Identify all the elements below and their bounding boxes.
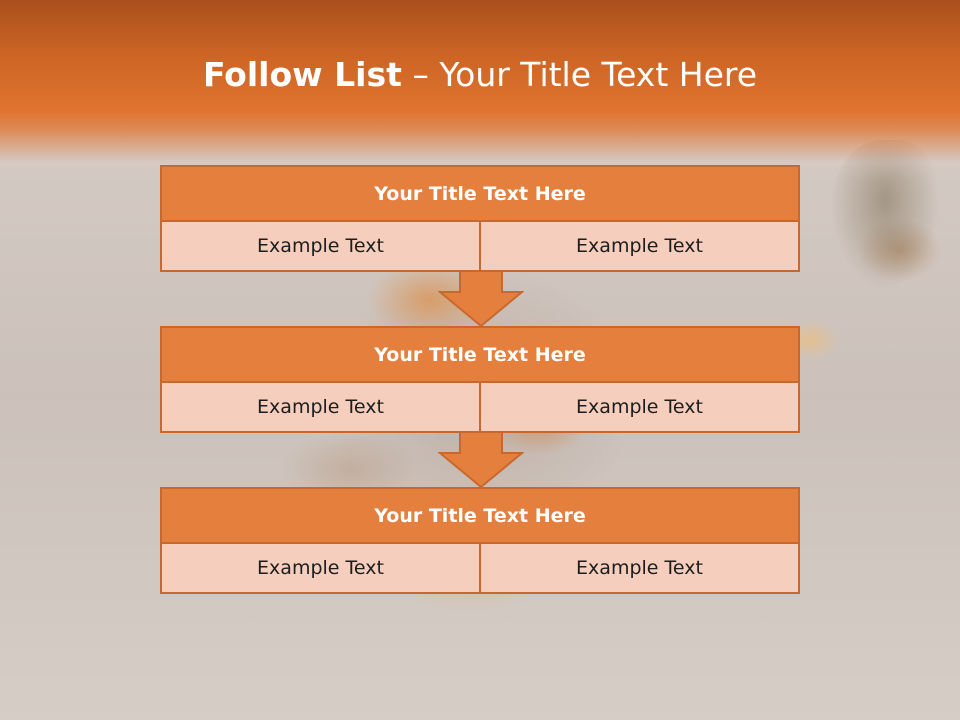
block-row: Example Text Example Text (160, 222, 800, 272)
block-row: Example Text Example Text (160, 383, 800, 433)
block-cell-left: Example Text (160, 383, 481, 433)
down-arrow-icon (438, 431, 524, 489)
block-cell-left: Example Text (160, 544, 481, 594)
block-title: Your Title Text Here (160, 326, 800, 383)
down-arrow-icon (438, 270, 524, 328)
block-row: Example Text Example Text (160, 544, 800, 594)
slide-title-bold: Follow List (202, 55, 402, 94)
block-cell-right: Example Text (481, 383, 800, 433)
block-cell-right: Example Text (481, 222, 800, 272)
block-title: Your Title Text Here (160, 165, 800, 222)
list-block: Your Title Text Here Example Text Exampl… (160, 487, 800, 594)
block-title: Your Title Text Here (160, 487, 800, 544)
list-block: Your Title Text Here Example Text Exampl… (160, 326, 800, 433)
slide-title: Follow List – Your Title Text Here (0, 52, 960, 98)
header-band (0, 0, 960, 180)
block-cell-right: Example Text (481, 544, 800, 594)
block-cell-left: Example Text (160, 222, 481, 272)
slide-title-separator: – (412, 55, 429, 94)
slide-title-rest: Your Title Text Here (439, 55, 758, 94)
list-block: Your Title Text Here Example Text Exampl… (160, 165, 800, 272)
